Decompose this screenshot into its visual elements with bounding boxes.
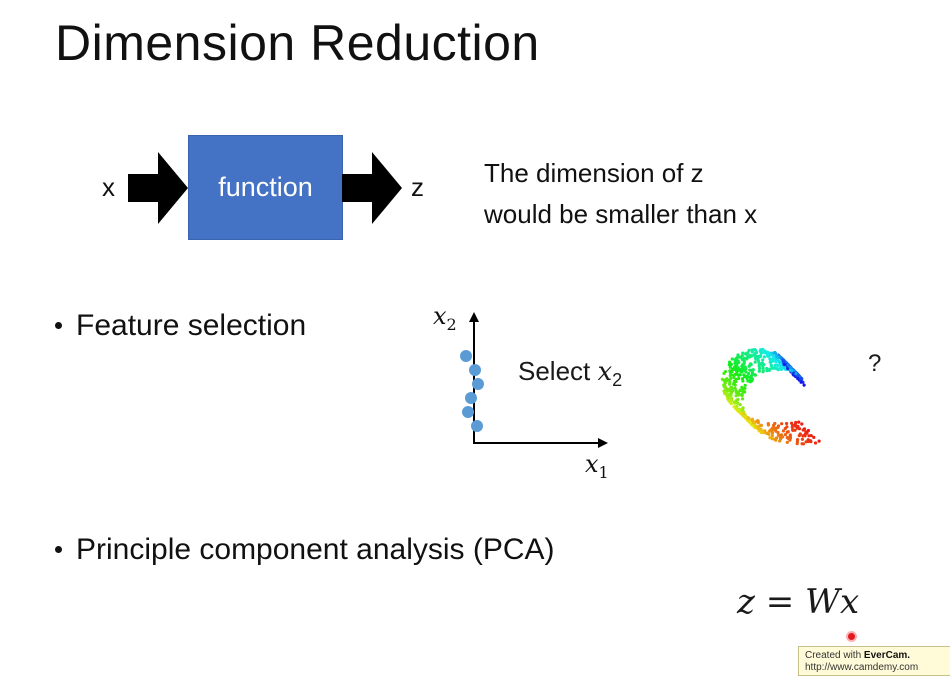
swiss-roll-manifold (690, 295, 890, 475)
data-point (465, 392, 477, 404)
select-x2-label: Select x2 (518, 356, 622, 391)
description-line-1: The dimension of z (484, 153, 757, 194)
slide-title: Dimension Reduction (55, 14, 540, 72)
function-box: function (188, 135, 343, 240)
bullet-text: Feature selection (76, 309, 306, 342)
x-axis-arrow-icon (598, 438, 608, 448)
data-point (462, 406, 474, 418)
question-mark: ? (868, 350, 881, 378)
input-label: x (102, 172, 115, 203)
description-line-2: would be smaller than x (484, 194, 757, 235)
feature-selection-plot: x2 x1 (425, 300, 615, 485)
function-label: function (218, 172, 313, 203)
y-axis-arrow-icon (469, 312, 479, 322)
pca-equation: z = Wx (737, 582, 859, 622)
data-point (469, 364, 481, 376)
data-point (472, 378, 484, 390)
x-axis-label: x1 (585, 450, 609, 482)
output-label: z (411, 172, 424, 203)
input-arrow-icon (128, 152, 190, 224)
bullet-dot (55, 546, 62, 553)
output-arrow-icon (342, 152, 404, 224)
data-point (460, 350, 472, 362)
record-indicator-icon (846, 631, 857, 642)
evercam-watermark[interactable]: Created with EverCam. http://www.camdemy… (798, 646, 950, 676)
data-point (471, 420, 483, 432)
manifold-points (721, 348, 821, 446)
bullet-text: Principle component analysis (PCA) (76, 533, 555, 566)
dimension-description: The dimension of z would be smaller than… (484, 153, 757, 235)
y-axis-label: x2 (433, 302, 457, 334)
bullet-dot (55, 322, 62, 329)
data-points (460, 350, 484, 432)
bullet-feature-selection: Feature selection (55, 309, 306, 343)
bullet-pca: Principle component analysis (PCA) (55, 533, 555, 567)
